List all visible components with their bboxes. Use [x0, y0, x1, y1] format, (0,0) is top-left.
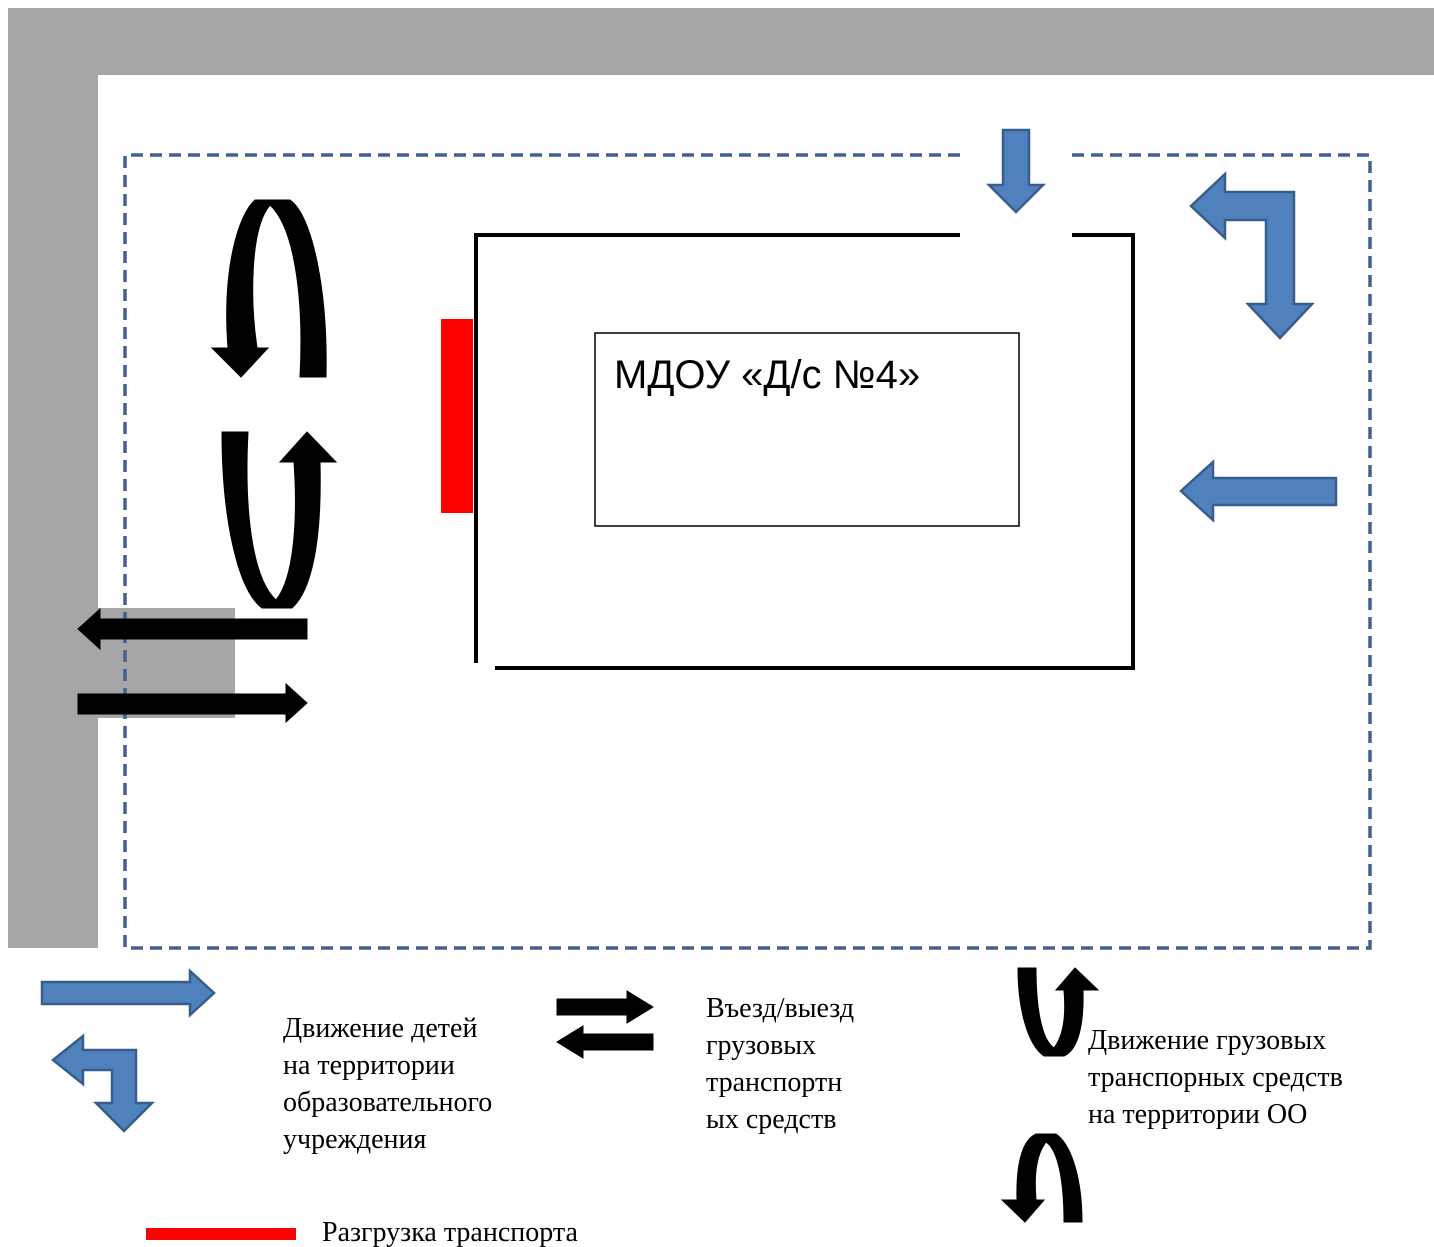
- legend-entry-exit-text: Въезд/выезд грузовых транспортн ых средс…: [706, 993, 855, 1135]
- territory-boundary: [123, 153, 1372, 950]
- truck-entry-arrow: [77, 682, 308, 724]
- truck-loop-arrow-top: [210, 199, 327, 378]
- road-left: [8, 8, 98, 948]
- legend-unloading-swatch: [146, 1228, 296, 1240]
- children-arrow-down-top: [985, 128, 1047, 214]
- legend-children-arrow-right: [40, 968, 216, 1018]
- legend-right-arrow: [556, 990, 654, 1024]
- truck-loop-arrow-bottom: [221, 431, 338, 609]
- legend-truck-loop-down: [1000, 1133, 1083, 1223]
- building-label: МДОУ «Д/с №4»: [614, 353, 921, 397]
- building-label-box: [594, 332, 1020, 527]
- legend-left-arrow: [556, 1025, 654, 1059]
- truck-exit-arrow: [77, 607, 308, 651]
- legend-children-symbol: [40, 968, 216, 1133]
- legend-truck-loop-up: [1017, 967, 1100, 1057]
- legend-truck-movement-text: Движение грузовых транспорных средств на…: [1088, 1025, 1343, 1130]
- children-arrow-left-right: [1179, 459, 1338, 523]
- road-top: [8, 8, 1434, 75]
- legend-entry-exit-symbol: [556, 990, 654, 1059]
- legend-children-arrow-turn: [50, 1033, 156, 1133]
- unloading-zone: [441, 319, 473, 513]
- legend-unloading-text: Разгрузка транспорта: [322, 1217, 578, 1247]
- building-outline: [474, 233, 1135, 670]
- legend-children-text: Движение детей на территории образовател…: [283, 1013, 493, 1155]
- children-arrow-turn-right: [1189, 171, 1315, 340]
